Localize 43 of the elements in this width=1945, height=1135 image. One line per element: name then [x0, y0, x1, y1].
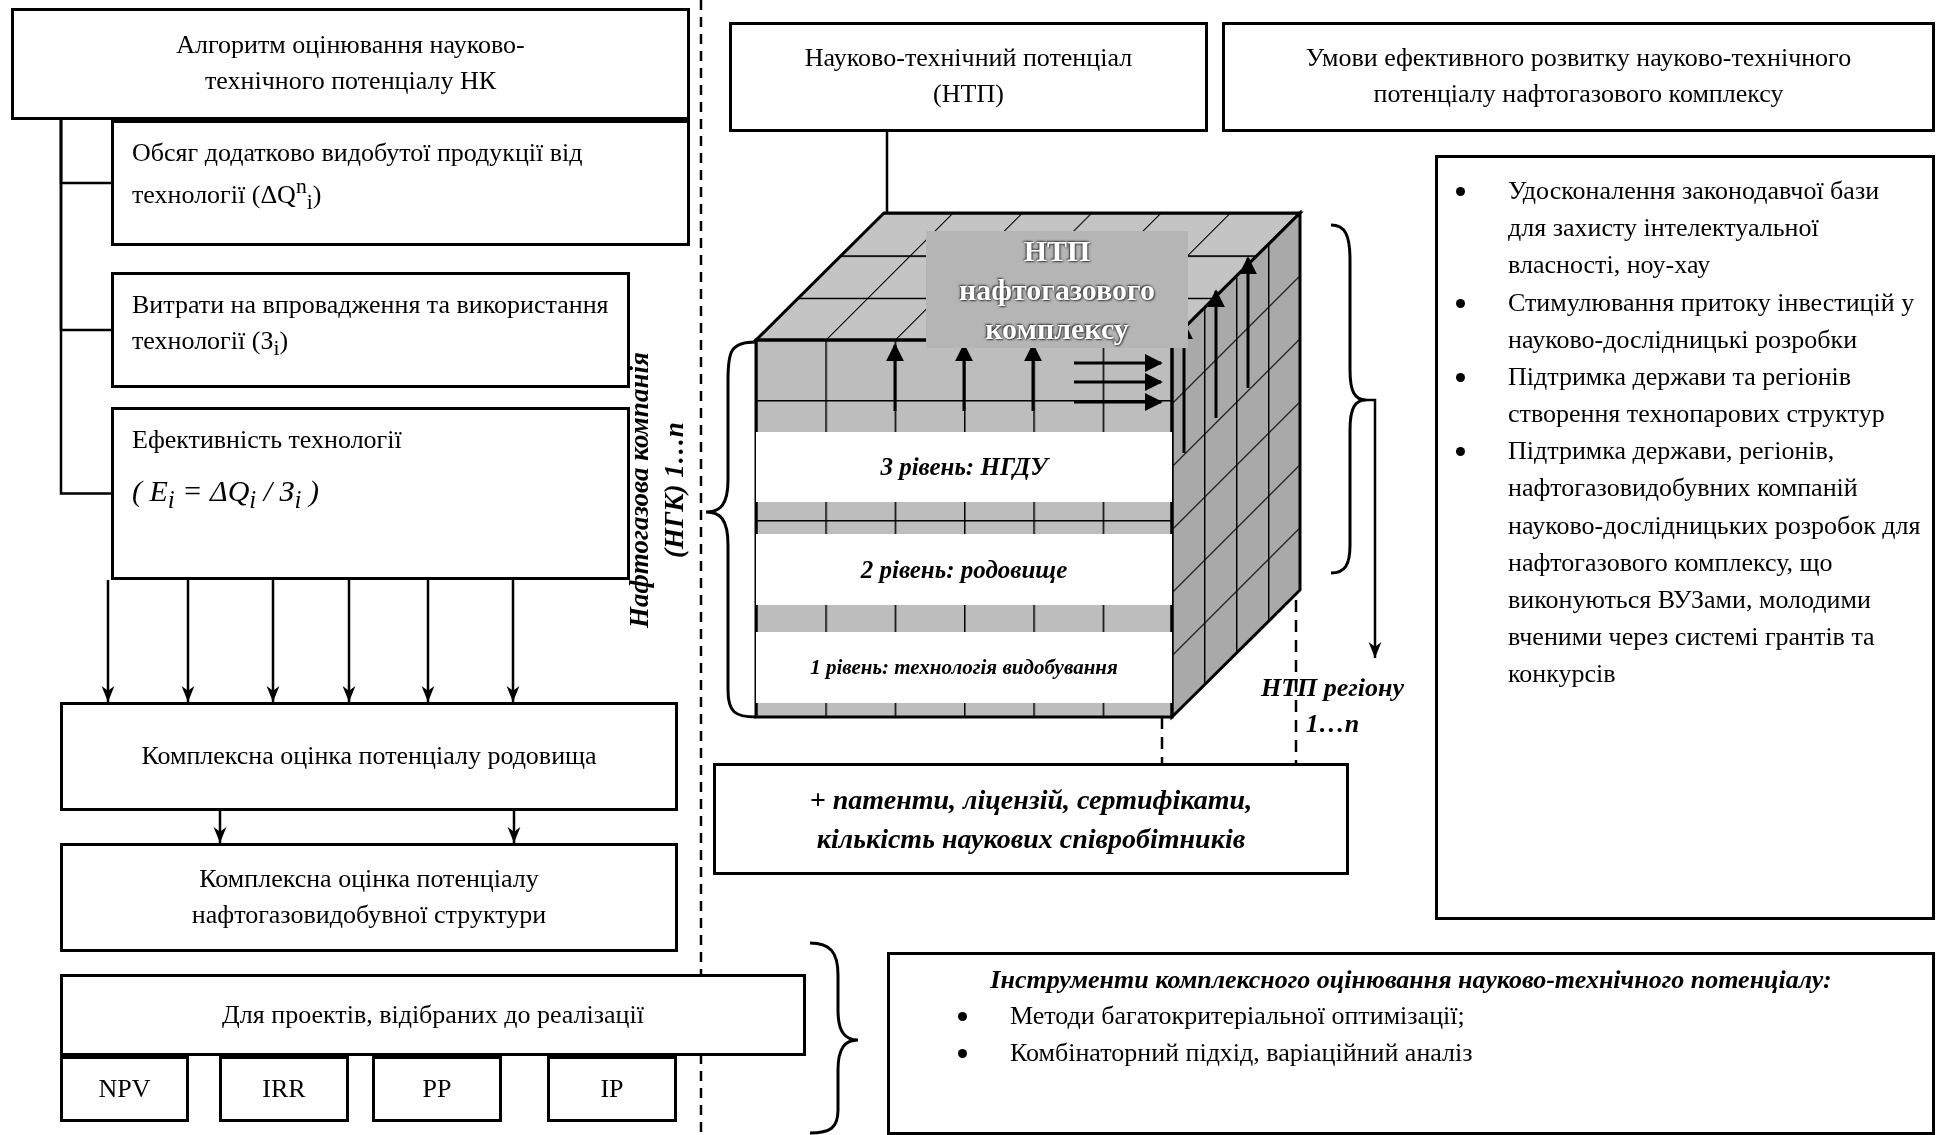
- dashed-line: [1294, 600, 1298, 763]
- process-box: [111, 407, 630, 580]
- connector-line: [885, 132, 889, 213]
- connector-line: [59, 120, 111, 495]
- bullet-item: Підтримка держави та регіонів створення технопарових структур: [1508, 357, 1922, 433]
- arrow: [421, 580, 435, 702]
- bullet-item: Комбінаторний підхід, варіаційний аналіз: [1010, 1033, 1932, 1072]
- arrow: [266, 580, 280, 702]
- dashed-line: [1160, 717, 1164, 763]
- level-band: 2 рівень: родовище: [756, 534, 1172, 605]
- arrow: [213, 811, 227, 843]
- process-box: Для проектів, відібраних до реалізації: [60, 974, 806, 1056]
- process-box: Комплексна оцінка потенціалу нафтогазовидобувної структури: [60, 843, 678, 952]
- region-label: НТП регіону 1…n: [1245, 670, 1420, 743]
- level-band: 3 рівень: НГДУ: [756, 432, 1172, 502]
- list-heading: Інструменти комплексного оцінювання науково-технічного потенціалу:: [989, 964, 1833, 996]
- arrow: [181, 580, 195, 702]
- box-text: Ефективність технології: [132, 424, 403, 456]
- metric-box: NPV: [60, 1056, 189, 1122]
- list-box: [887, 952, 1935, 1135]
- level-band: 1 рівень: технологія видобування: [756, 632, 1172, 703]
- process-box: Обсяг додатково видобутої продукції від технології (ΔQ$^{n}$$_{i}$): [111, 120, 690, 246]
- arrow: [342, 580, 356, 702]
- arrow: [1366, 398, 1382, 658]
- formula-text: ( E$_{i}$ = ΔQ$_{i}$ / З$_{i}$ ): [132, 473, 320, 516]
- bullet-item: Підтримка держави, регіонів, нафтогазовидобувних компаній науково-дослідницьких розробок для нафтогазового комплексу, що виконуються ВУЗами, молодими вченими через системі грантів та конкурсів: [1508, 432, 1922, 693]
- metric-box: IP: [547, 1056, 677, 1122]
- arrow: [101, 580, 115, 702]
- process-box: Умови ефективного розвитку науково-технічного потенціалу нафтогазового комплексу: [1222, 22, 1935, 132]
- bullet-item: Удосконалення законодавчої бази для захисту інтелектуальної власності, ноу-хау: [1508, 172, 1922, 284]
- process-box: Науково-технічний потенціал (НТП): [729, 22, 1208, 132]
- process-box: Витрати на впровадження та використання технології (З$_{i}$): [111, 272, 630, 388]
- metric-box: PP: [372, 1056, 502, 1122]
- bullet-item: Стимулювання притоку інвестицій у науково-дослідницькі розробки: [1508, 283, 1922, 358]
- bullet-item: Методи багатокритеріальної оптимізації;: [1010, 996, 1932, 1034]
- list-box: [1435, 155, 1935, 920]
- arrow: [506, 580, 520, 702]
- text-box: + патенти, ліцензій, сертифікати, кількість наукових співробітників: [713, 763, 1349, 875]
- process-box: Комплексна оцінка потенціалу родовища: [60, 702, 678, 811]
- arrow: [507, 811, 521, 843]
- metric-box: IRR: [219, 1056, 349, 1122]
- cube-title: НТП нафтогазового комплексу: [926, 231, 1188, 348]
- process-box: Алгоритм оцінювання науково-технічного потенціалу НК: [11, 8, 690, 120]
